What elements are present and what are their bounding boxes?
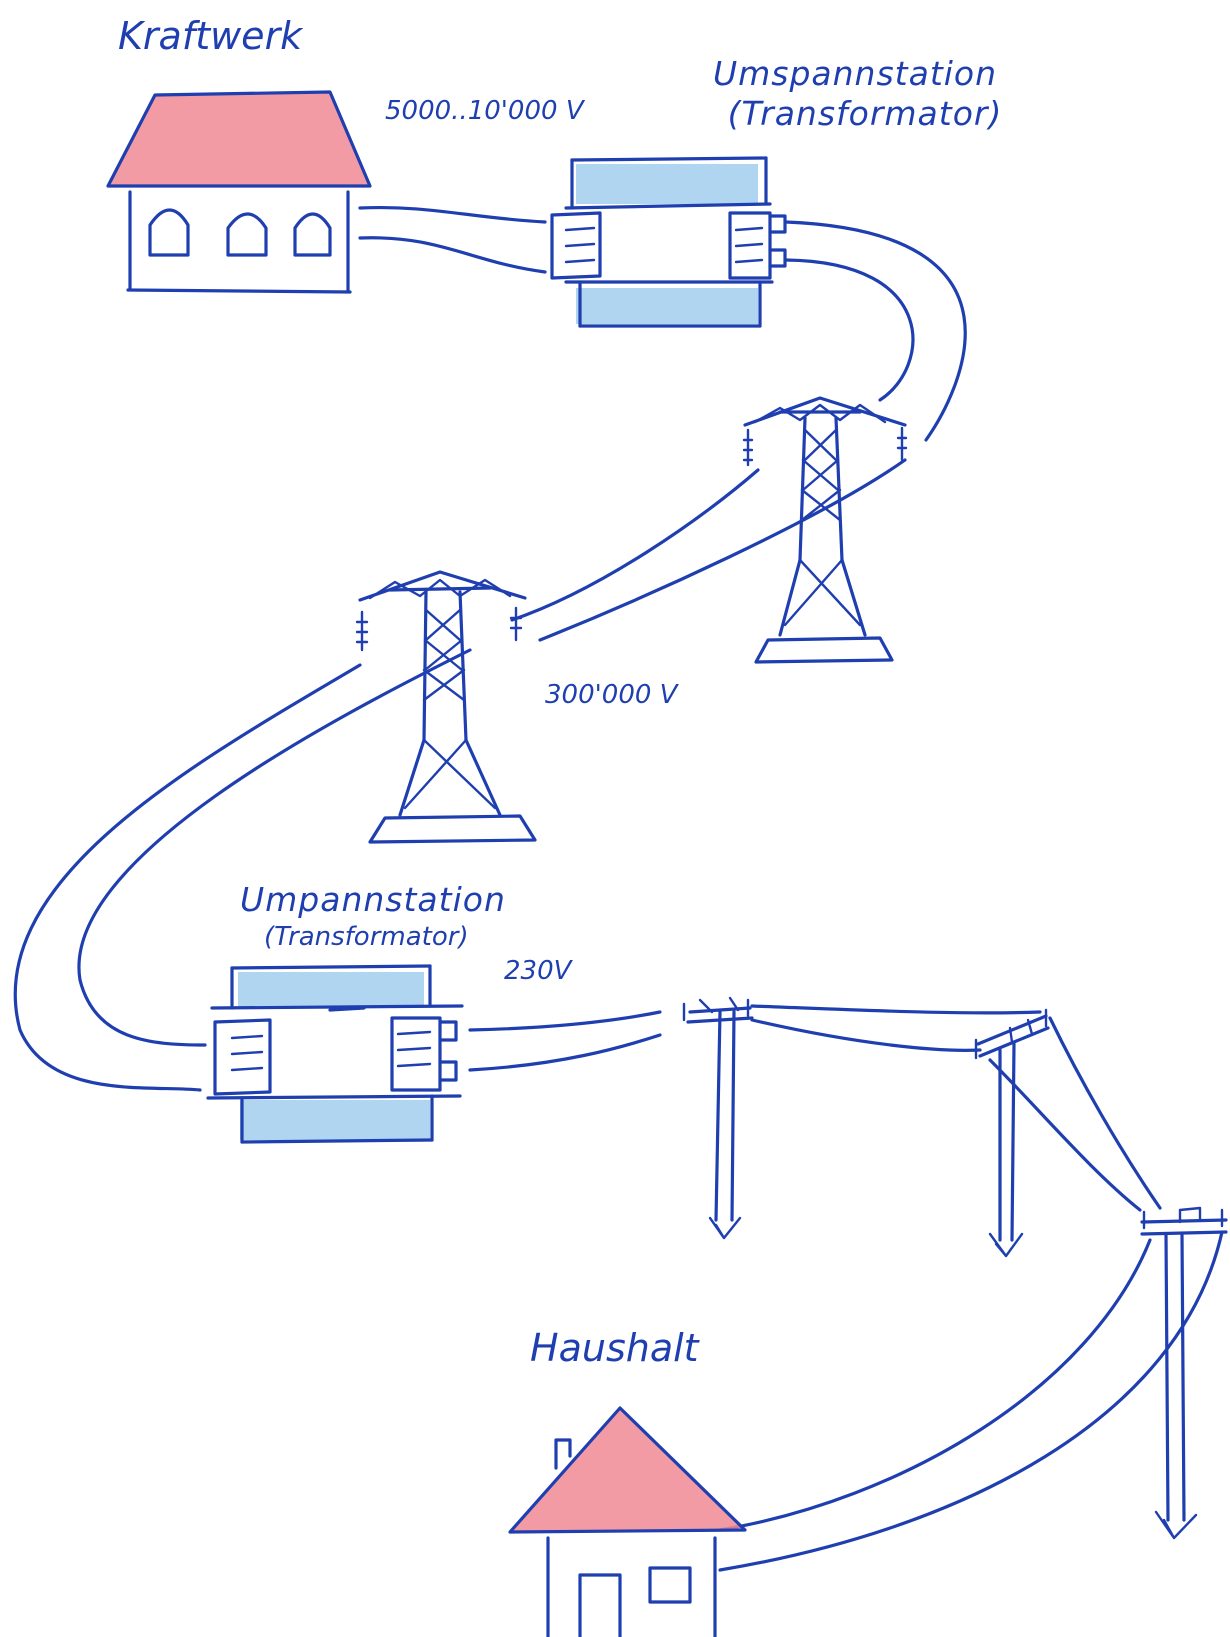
high-voltage-line (13, 663, 362, 1092)
low-voltage-line (1048, 1016, 1162, 1210)
household-label: Haushalt (530, 1326, 699, 1370)
low-voltage-line (750, 1004, 1042, 1015)
power-plant-label: Kraftwerk (118, 14, 303, 58)
substation-1-subtitle: (Transformator) (727, 94, 1003, 133)
power-plant-icon (106, 90, 372, 294)
low-voltage-line (468, 1033, 662, 1072)
substation-2-subtitle: (Transformator) (264, 922, 469, 952)
transmission-tower-1-icon (742, 396, 908, 664)
household-voltage-label: 230V (504, 956, 572, 986)
power-plant-roof (108, 92, 370, 186)
utility-pole-2-icon (974, 1008, 1050, 1258)
transmission-tower-2-icon (355, 570, 537, 844)
plant-voltage-label: 5000..10'000 V (385, 96, 584, 126)
line-voltage-label: 300'000 V (545, 680, 678, 710)
high-voltage-line (77, 648, 472, 1047)
household-house-icon (508, 1406, 747, 1637)
utility-pole-1-icon (682, 996, 754, 1240)
utility-pole-3-icon (1140, 1206, 1228, 1540)
high-voltage-line (784, 220, 967, 442)
low-voltage-line (988, 1058, 1142, 1212)
low-voltage-line (468, 1010, 662, 1032)
service-line (718, 1230, 1224, 1572)
substation-1-title: Umspannstation (712, 54, 998, 93)
high-voltage-line (538, 458, 907, 642)
service-line (718, 1238, 1152, 1532)
high-voltage-line (784, 258, 915, 402)
low-voltage-line (750, 1018, 982, 1052)
substation-2-title: Umpannstation (240, 880, 506, 919)
transformer-1-icon (550, 156, 787, 328)
household-roof (510, 1408, 745, 1532)
plant-output-wire (358, 205, 547, 224)
plant-output-wire (358, 236, 547, 274)
high-voltage-line (510, 468, 760, 622)
transformer-2-icon (206, 964, 464, 1144)
